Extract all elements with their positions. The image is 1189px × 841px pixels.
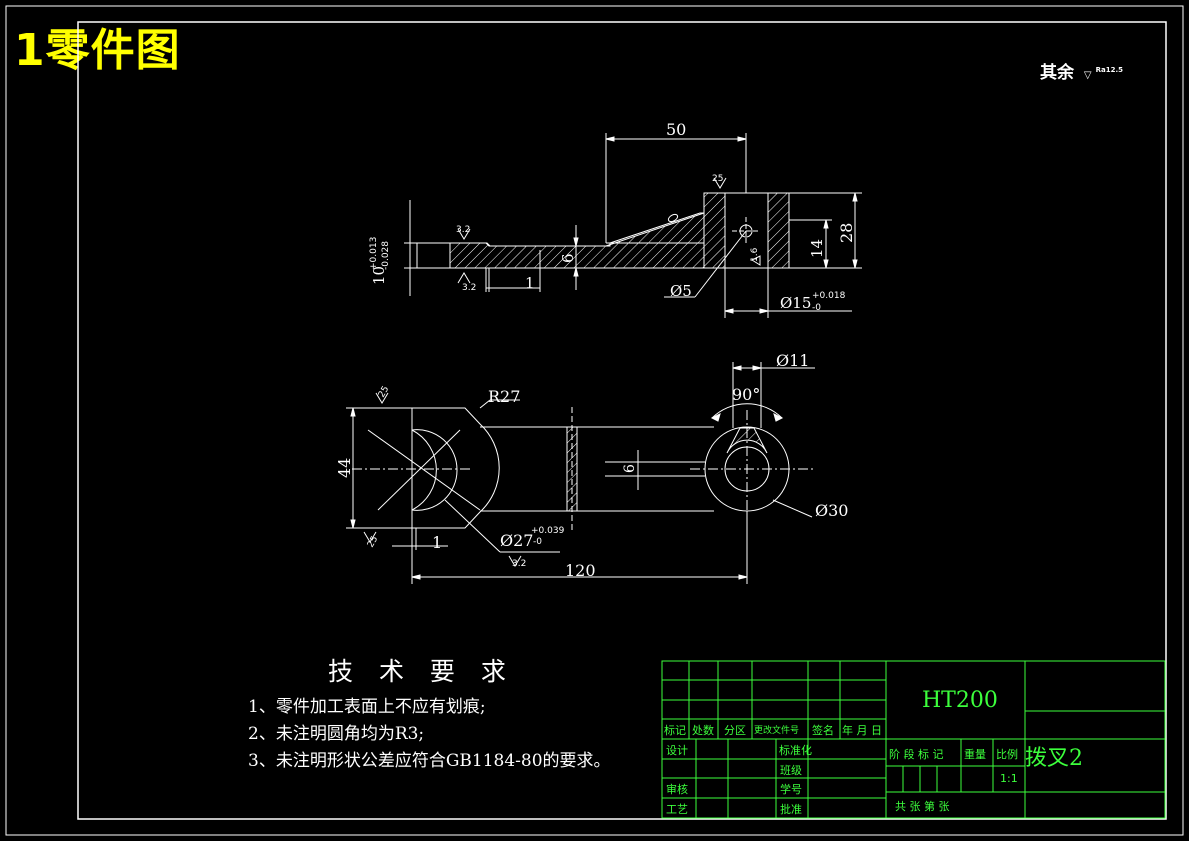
fv-dim-inner: 14 [808, 239, 826, 258]
tb-stage-label: 阶 段 标 记 [889, 748, 944, 761]
tb-header-date: 年 月 日 [842, 724, 882, 737]
tv-dim-angle: 90° [732, 385, 760, 404]
tv-dim-height: 44 [335, 458, 354, 478]
fv-dim-top: 50 [666, 120, 686, 139]
fv-dim-bore: Ø15 [780, 294, 811, 312]
tb-row-review: 审核 [666, 783, 688, 796]
tb-row-standard: 标准化 [779, 744, 812, 757]
tb-sheet-info: 共 张 第 张 [895, 800, 950, 813]
roughness-note-label: 其余 [1040, 63, 1074, 83]
fv-rough-left-top: 3.2 [456, 225, 470, 235]
front-view [404, 133, 862, 318]
tech-requirement-item: 2、未注明圆角均为R3; [248, 724, 425, 744]
fv-dim-bore-tol-lower: -0 [812, 303, 821, 313]
tb-header-mark: 标记 [664, 724, 686, 737]
roughness-symbol-icon: ▽ [1083, 70, 1092, 81]
outer-frame [5, 5, 1184, 836]
tb-scale: 1:1 [1000, 772, 1018, 785]
tb-header-zone: 分区 [724, 724, 746, 737]
tb-row-approve: 批准 [780, 803, 802, 816]
tv-dim-arc-tol-lower: -0 [533, 537, 542, 547]
fv-dim-shaft-tol-upper: +0.013 [369, 237, 379, 270]
tv-dim-arc: Ø27 [500, 531, 533, 550]
fv-dim-hole: Ø5 [670, 282, 692, 300]
fv-dim-bore-tol-upper: +0.018 [812, 291, 846, 301]
tech-requirement-item: 3、未注明形状公差应符合GB1184-80的要求。 [248, 751, 611, 771]
tv-dim-step: 1 [432, 533, 442, 552]
tech-requirements: 技 术 要 求 1、零件加工表面上不应有划痕; 2、未注明圆角均为R3; 3、未… [248, 652, 611, 775]
tv-dim-radius: R27 [488, 387, 520, 406]
fv-dim-step: 1 [525, 274, 535, 292]
tech-requirement-item: 1、零件加工表面上不应有划痕; [248, 697, 486, 717]
tb-header-change-doc: 更改文件号 [754, 726, 800, 736]
roughness-note-value: Ra12.5 [1095, 66, 1124, 74]
title-block [661, 660, 1166, 819]
page-title: 1零件图 [14, 25, 181, 76]
tv-dim-length: 120 [565, 561, 596, 580]
tv-rough-top: 25 [377, 385, 391, 400]
tb-weight-label: 重量 [964, 748, 986, 761]
fv-rough-top: 25 [712, 174, 723, 184]
tv-dim-slot: 6 [622, 464, 638, 473]
tb-material: HT200 [922, 688, 998, 713]
tb-row-design: 设计 [666, 744, 688, 757]
fv-rough-bore: 1.6 [750, 247, 760, 262]
tv-dim-arc-tol-upper: +0.039 [531, 526, 565, 536]
tb-part-name: 拨叉2 [1025, 746, 1083, 771]
top-view [346, 362, 815, 584]
fv-dim-height: 28 [837, 223, 856, 243]
fv-dim-shaft-tol-lower: -0.028 [381, 241, 391, 270]
tb-row-class: 班级 [780, 764, 802, 777]
tv-dim-small-hole: Ø11 [776, 351, 809, 370]
fv-dim-shaft: 10 [370, 266, 388, 285]
tb-ratio-label: 比例 [996, 748, 1018, 761]
fv-dim-thickness: 6 [559, 253, 577, 263]
tv-rough-bottom: 25 [366, 535, 380, 550]
tb-header-sign: 签名 [812, 724, 834, 737]
roughness-note: 其余 ▽Ra12.5 [1040, 58, 1123, 83]
tb-row-student-no: 学号 [780, 783, 802, 796]
tb-row-process: 工艺 [666, 803, 688, 816]
tb-header-count: 处数 [692, 724, 714, 737]
tech-requirements-title: 技 术 要 求 [328, 657, 515, 686]
tv-rough-arc: 3.2 [512, 559, 526, 569]
fv-rough-left-bottom: 3.2 [462, 283, 476, 293]
inner-frame [77, 21, 1167, 820]
tv-dim-boss: Ø30 [815, 501, 848, 520]
